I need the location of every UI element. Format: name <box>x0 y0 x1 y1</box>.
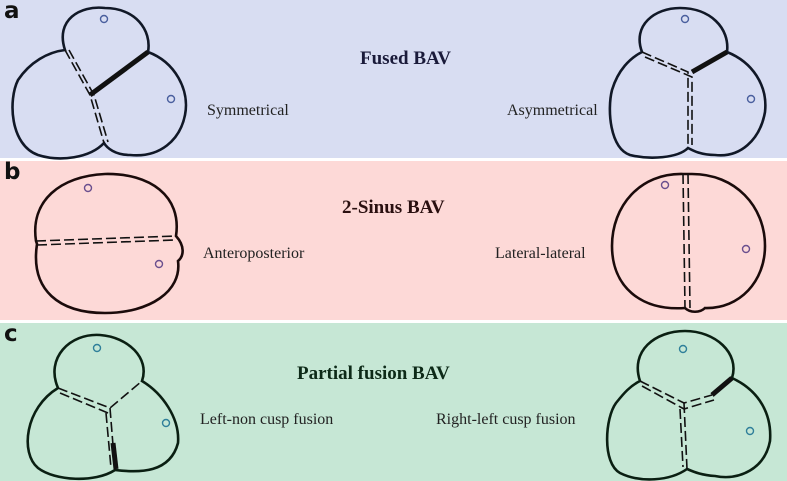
left-valve-label: Symmetrical <box>207 102 289 119</box>
panel-partial-fusion-bav: c Partial fusion BAV Left-non cusp fusio… <box>0 321 787 481</box>
right-left-cusp-fusion-valve-diagram <box>605 329 772 481</box>
panel-letter: a <box>4 0 20 24</box>
commissure-line <box>105 412 112 469</box>
valve-outline <box>605 329 772 481</box>
panel-fused-bav: a Fused BAV Symmetrical Asymmetrical <box>0 0 787 160</box>
commissure-line <box>683 402 688 470</box>
asymmetrical-valve-diagram <box>608 6 767 159</box>
commissure-line <box>687 173 691 309</box>
coronary-ostium-marker <box>660 180 670 190</box>
valve-outline <box>33 172 184 315</box>
commissure-line <box>679 408 684 468</box>
coronary-ostium-marker <box>746 94 756 104</box>
valve-outline <box>26 333 180 481</box>
coronary-ostium-marker <box>92 343 102 353</box>
anteroposterior-valve-diagram <box>33 172 184 315</box>
coronary-ostium-marker <box>745 426 755 436</box>
left-valve-label: Left-non cusp fusion <box>200 411 334 428</box>
commissure-line <box>59 392 109 414</box>
right-valve-label: Right-left cusp fusion <box>436 411 576 428</box>
commissure-line <box>641 51 689 148</box>
right-valve-label: Asymmetrical <box>507 102 598 119</box>
commissure-line <box>68 49 109 143</box>
valve-outline <box>610 172 767 314</box>
right-valve-label: Lateral-lateral <box>495 245 586 262</box>
panel-title: 2-Sinus BAV <box>342 197 445 218</box>
coronary-ostium-marker <box>678 344 688 354</box>
commissure-line <box>641 385 715 410</box>
commissure-line <box>682 173 686 309</box>
left-non-cusp-fusion-valve-diagram <box>26 333 180 481</box>
coronary-ostium-marker <box>99 14 109 24</box>
fusion-raphe <box>88 49 150 98</box>
symmetrical-valve-diagram <box>11 6 188 160</box>
valve-outline <box>11 6 188 160</box>
panel-2-sinus-bav: b 2-Sinus BAV Anteroposterior Lateral-la… <box>0 159 787 320</box>
fusion-raphe <box>690 49 729 75</box>
coronary-ostium-marker <box>161 418 171 428</box>
coronary-ostium-marker <box>83 183 93 193</box>
panel-letter: c <box>4 321 18 347</box>
commissure-line <box>35 235 177 242</box>
commissure-line <box>57 380 143 409</box>
coronary-ostium-marker <box>166 94 176 104</box>
panel-letter: b <box>4 159 21 185</box>
commissure-line <box>639 380 713 404</box>
panel-title: Fused BAV <box>360 48 451 69</box>
coronary-ostium-marker <box>680 14 690 24</box>
left-valve-label: Anteroposterior <box>203 245 305 262</box>
lateral-lateral-valve-diagram <box>610 172 767 314</box>
valve-outline <box>608 6 767 159</box>
fusion-raphe <box>110 442 119 470</box>
commissure-line <box>36 239 177 246</box>
coronary-ostium-marker <box>154 259 164 269</box>
fusion-raphe <box>710 376 734 397</box>
panel-title: Partial fusion BAV <box>297 363 450 384</box>
commissure-line <box>644 56 693 145</box>
coronary-ostium-marker <box>741 244 751 254</box>
commissure-line <box>64 49 105 144</box>
